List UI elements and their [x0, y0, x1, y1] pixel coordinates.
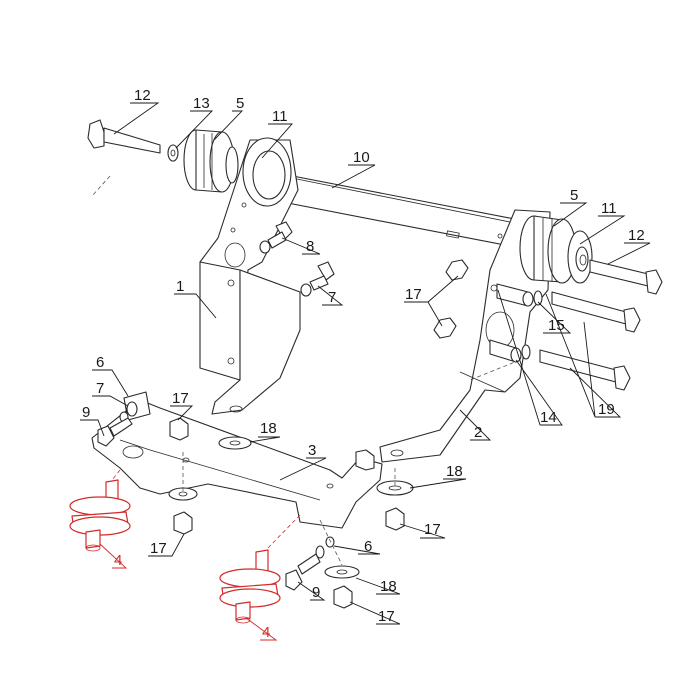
part-17-left-lower-nut: [173, 511, 193, 535]
part-5-right-bushing: [519, 215, 577, 284]
part-17-upper-nuts: [433, 259, 469, 339]
part-18-right-washer: [376, 480, 414, 496]
callout-12-right: 12: [628, 227, 645, 244]
callout-3: 3: [308, 442, 316, 459]
callout-7-left: 7: [96, 380, 104, 397]
callout-8: 8: [306, 238, 314, 255]
part-8-bolt: [259, 221, 293, 254]
callout-18-center: 18: [260, 420, 277, 437]
callout-6-left: 6: [96, 354, 104, 371]
callout-11-right: 11: [601, 200, 617, 217]
part-6-lower-washers: [315, 536, 335, 559]
callout-13: 13: [193, 95, 210, 112]
callout-17-center: 17: [172, 390, 189, 407]
callout-17-upper: 17: [405, 286, 422, 303]
callout-12-left: 12: [134, 87, 151, 104]
callout-7-upper: 7: [328, 289, 336, 306]
part-12-right-bolt: [589, 259, 663, 295]
part-11-left-ring: [242, 137, 292, 207]
part-12-left-bolt: [87, 119, 161, 154]
part-9-lower-bolt: [285, 553, 321, 591]
part-7-upper-bolt: [300, 261, 335, 297]
callout-18-lower: 18: [380, 578, 397, 595]
callout-labels: 12 13 5 11 10 5 11 12 8 7 1 17 15 6 7 9 …: [82, 87, 645, 641]
part-15-washers: [521, 290, 543, 360]
assembly-lines: [91, 175, 521, 566]
callout-5-left: 5: [236, 95, 244, 112]
callout-5-right: 5: [570, 187, 578, 204]
callout-11-left: 11: [272, 108, 288, 125]
callout-4-left: 4: [114, 552, 122, 569]
callout-9-left: 9: [82, 404, 90, 421]
callout-17-left-lower: 17: [150, 540, 167, 557]
part-18-lower-washer: [324, 565, 360, 579]
part-13-washer: [167, 144, 179, 162]
part-4-left-mount: [69, 479, 131, 552]
callout-10: 10: [353, 149, 370, 166]
part-3-base-plate: [91, 399, 383, 529]
callout-1: 1: [176, 278, 184, 295]
callout-17-right: 17: [424, 521, 441, 538]
callout-19: 19: [598, 401, 615, 418]
part-4-right-mount: [219, 549, 281, 624]
part-17-lower-nut: [333, 585, 353, 609]
callout-4-right: 4: [262, 624, 270, 641]
part-10-cross-tube: [261, 171, 531, 249]
callout-9-lower: 9: [312, 584, 320, 601]
part-19-bolts: [539, 291, 641, 391]
part-17-right-nut: [385, 507, 405, 531]
callout-15: 15: [548, 317, 565, 334]
callout-14: 14: [540, 409, 557, 426]
leader-lines: [80, 102, 651, 641]
callout-17-lower: 17: [378, 608, 395, 625]
callout-6-lower: 6: [364, 538, 372, 555]
part-5-left-bushing: [183, 129, 239, 193]
callout-2: 2: [474, 424, 482, 441]
part-11-right-ring: [567, 230, 593, 284]
callout-18-right: 18: [446, 463, 463, 480]
part-14-spacers: [489, 283, 534, 363]
part-17-base-right-nut: [355, 449, 375, 471]
